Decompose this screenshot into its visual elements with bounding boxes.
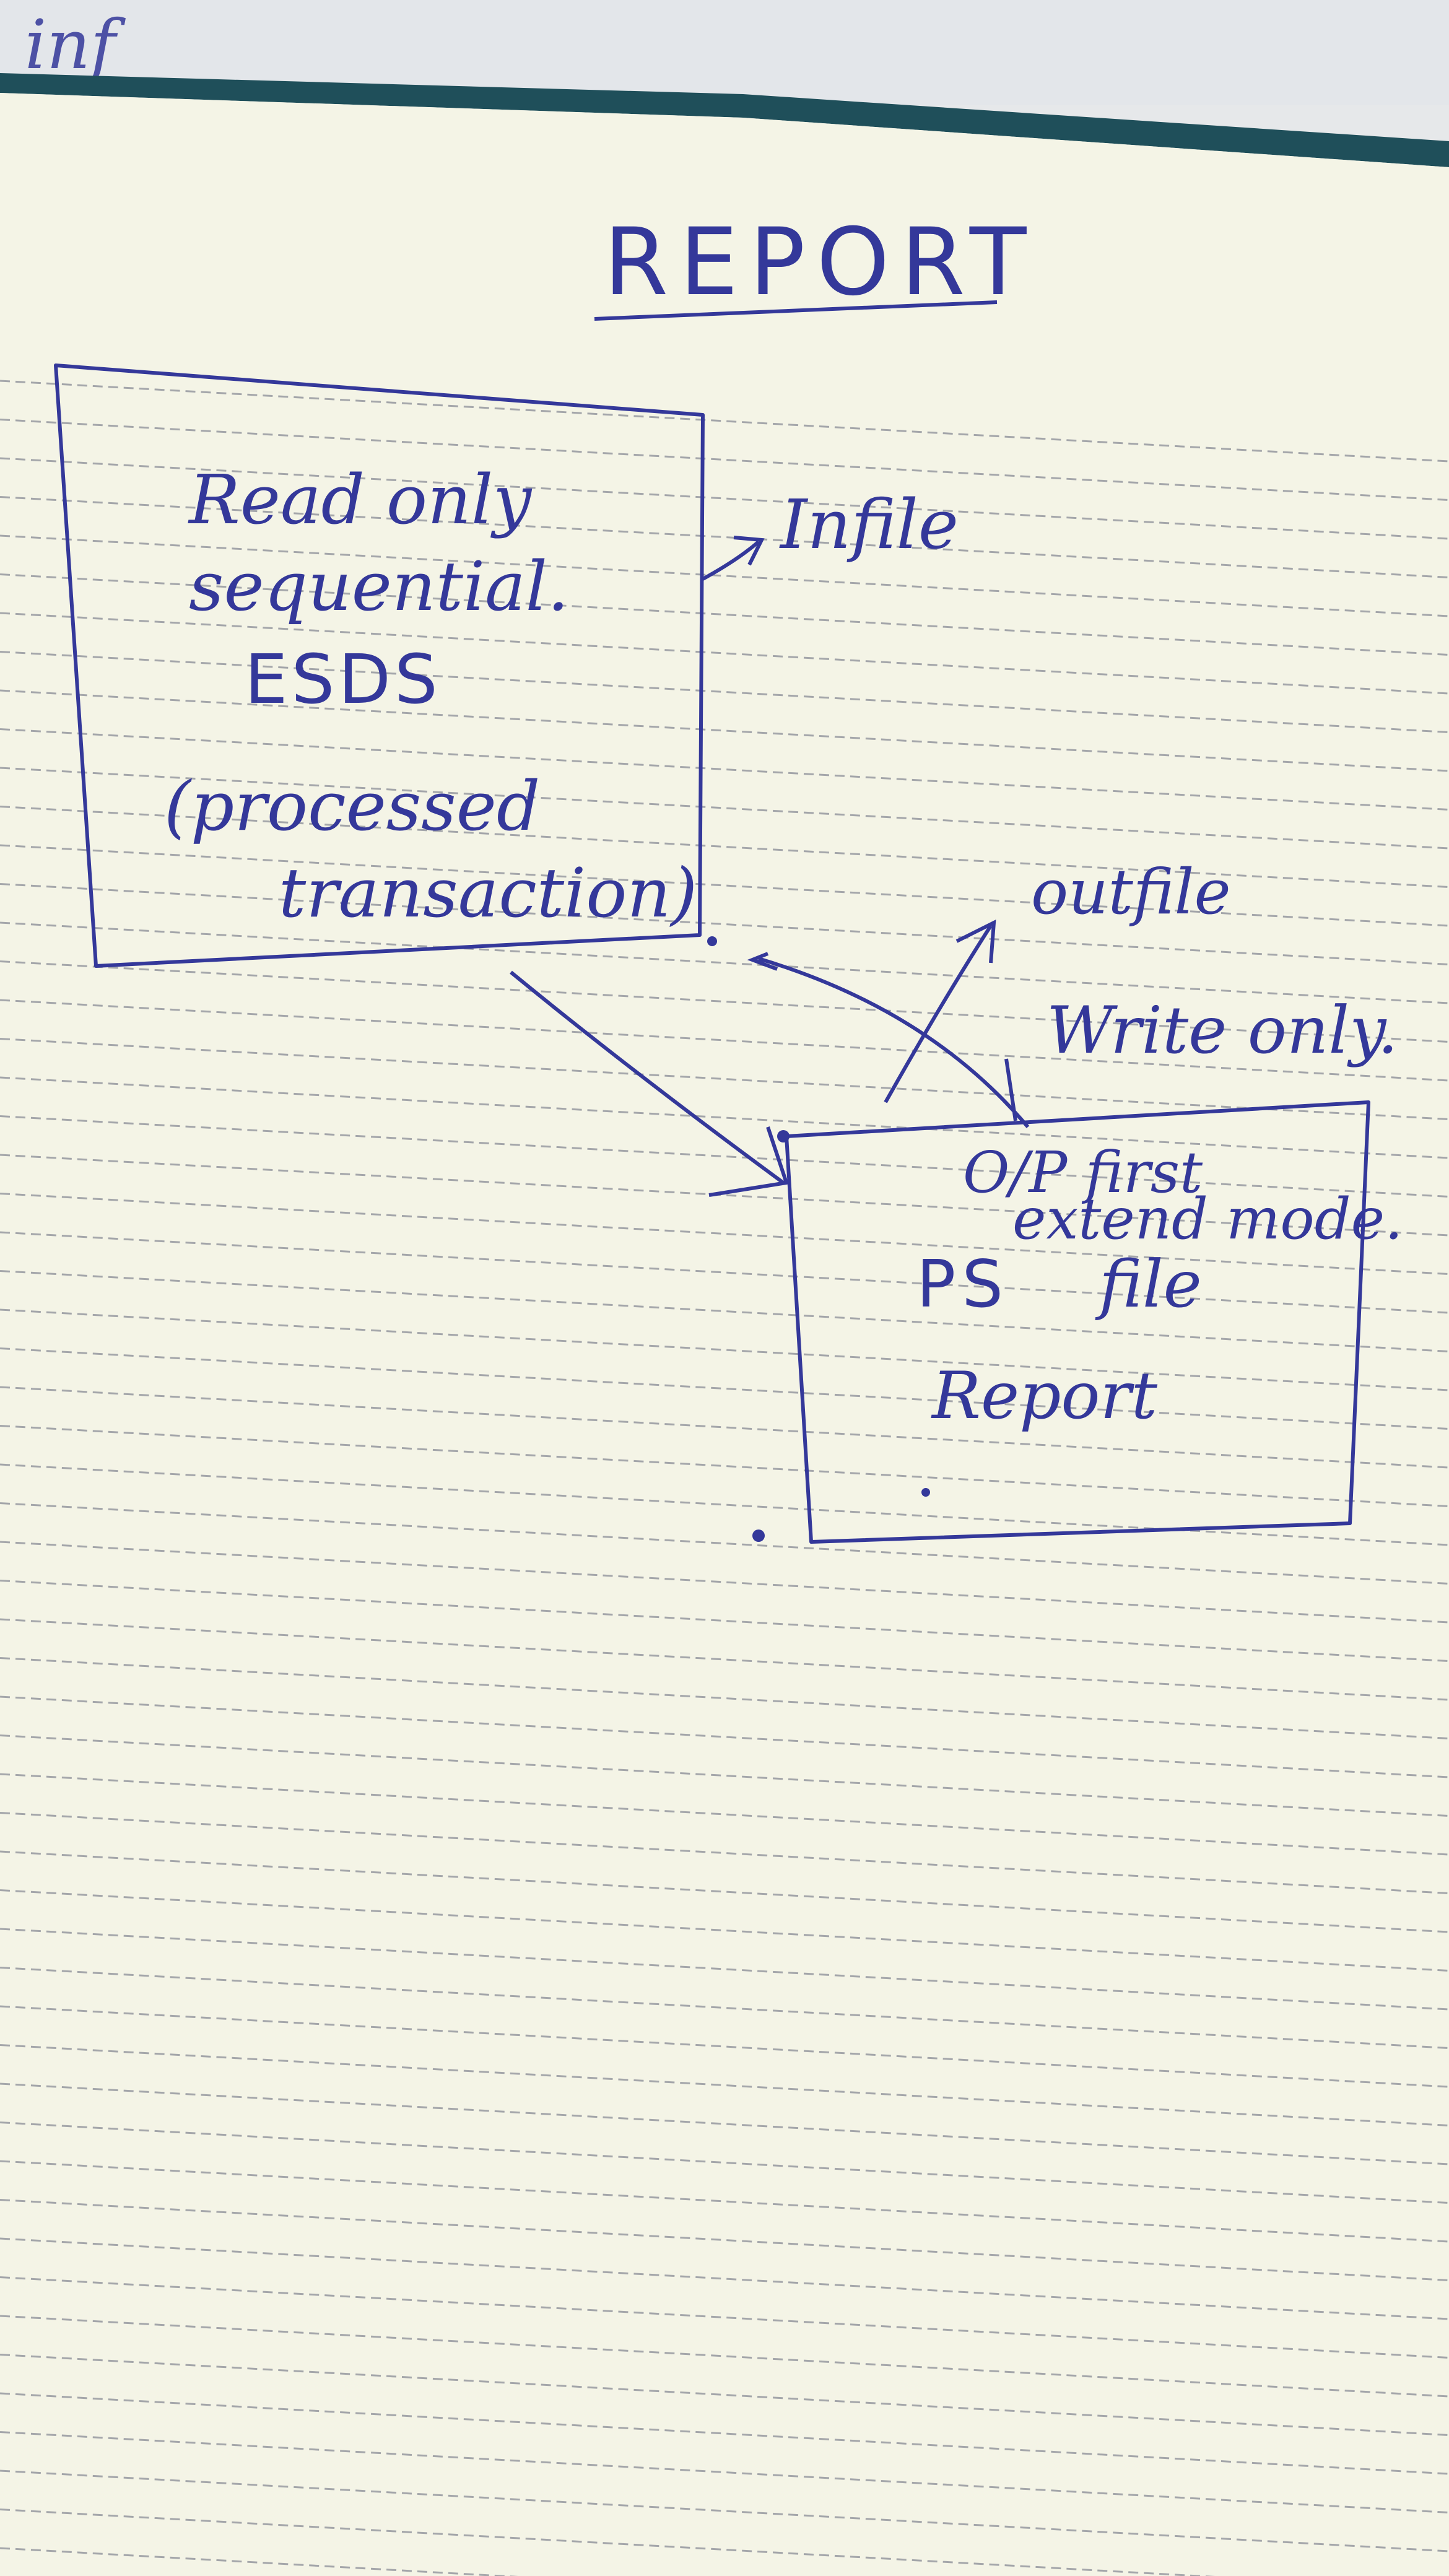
extend-mode-label: extend mode. <box>1012 1186 1403 1252</box>
ink-dot <box>921 1488 930 1497</box>
ruled-line <box>0 1967 1449 2049</box>
infile-arrowhead <box>733 536 765 566</box>
file-label: file <box>1095 1247 1202 1322</box>
esds-line-read-only: Read only <box>188 460 533 539</box>
ruled-line <box>0 1889 1449 1972</box>
ruled-line <box>0 1657 1449 1739</box>
ruled-line <box>0 651 1449 733</box>
ruled-line <box>0 1076 1449 1159</box>
ruled-line <box>0 999 1449 1082</box>
ruled-line <box>0 2354 1449 2436</box>
esds-line-processed: (processed <box>164 767 540 846</box>
report-label: Report <box>931 1358 1158 1434</box>
ps-file-box <box>785 1100 1370 1544</box>
ruled-line <box>0 2315 1449 2398</box>
ruled-line <box>0 612 1449 695</box>
ps-label: PS <box>916 1247 1009 1322</box>
esds-line-sequential: sequential. <box>189 547 569 626</box>
esds-to-ps-arrowhead <box>708 1126 789 1197</box>
ruled-line <box>0 2431 1449 2513</box>
outfile-arrow <box>884 925 993 1103</box>
infile-arrow <box>702 540 760 581</box>
ruled-line <box>0 1695 1449 1778</box>
ruled-line <box>0 419 1449 501</box>
ruled-line <box>0 883 1449 965</box>
ruled-line <box>0 380 1449 463</box>
ruled-line <box>0 689 1449 772</box>
ruled-line <box>0 728 1449 811</box>
ruled-line <box>0 2237 1449 2320</box>
ruled-line <box>0 2121 1449 2204</box>
ruled-line <box>0 2005 1449 2088</box>
esds-to-ps-arrow <box>510 970 785 1185</box>
ruled-line <box>0 1386 1449 1469</box>
ruled-line <box>0 921 1449 1004</box>
ruled-line <box>0 2392 1449 2475</box>
infile-label: Infile <box>779 485 959 564</box>
ruled-line <box>0 2276 1449 2359</box>
ruled-line <box>0 573 1449 656</box>
ruled-line <box>0 1038 1449 1120</box>
ruled-lines <box>0 380 1449 2576</box>
ink-dot <box>752 1530 765 1542</box>
ruled-line <box>0 1812 1449 1894</box>
outfile-label: outfile <box>1031 856 1231 928</box>
ruled-line <box>0 844 1449 927</box>
ruled-line <box>0 1502 1449 1585</box>
ruled-line <box>0 1193 1449 1275</box>
page-title: REPORT <box>604 209 1037 316</box>
paper-sheet <box>0 93 1449 2576</box>
ruled-line <box>0 806 1449 888</box>
ruled-line <box>0 2199 1449 2281</box>
ruled-line <box>0 2509 1216 2576</box>
write-only-label: Write only. <box>1046 993 1398 1068</box>
esds-line-esds: ESDS <box>245 640 442 719</box>
ruled-line <box>0 2469 1449 2552</box>
ps-to-esds-arrow <box>758 957 1030 1128</box>
ruled-line <box>0 457 1449 540</box>
esds-box <box>54 363 705 968</box>
title-underline <box>594 300 998 321</box>
ink-dot <box>777 1130 790 1142</box>
ruled-line <box>0 1115 1449 1198</box>
ruled-line <box>0 767 1449 850</box>
ruled-line <box>0 1618 1449 1701</box>
top-scrap-text: inf <box>25 5 126 84</box>
ruled-line <box>0 2160 1449 2243</box>
ruled-line <box>0 2082 1449 2165</box>
ruled-line <box>0 960 1449 1043</box>
ruled-line <box>0 1541 1449 1624</box>
ruled-line <box>0 1308 1449 1391</box>
op-first-label: O/P first <box>963 1139 1203 1206</box>
ruled-line <box>0 1773 1449 1856</box>
ruled-line <box>0 534 1449 617</box>
esds-line-transaction: transaction) <box>279 853 697 933</box>
ruled-line <box>0 1231 1449 1314</box>
ruled-line <box>0 1425 1449 1507</box>
write-only-connector <box>1004 1058 1017 1121</box>
ruled-line <box>0 1347 1449 1430</box>
ruled-line <box>0 1580 1449 1662</box>
ruled-line <box>0 1270 1449 1352</box>
ruled-line <box>0 2547 519 2576</box>
ruled-line <box>0 1463 1449 1546</box>
ruled-line <box>0 1734 1449 1817</box>
ink-dot <box>707 936 717 946</box>
ruled-line <box>0 2044 1449 2126</box>
notebook-binding <box>0 73 1449 167</box>
ruled-line <box>0 1928 1449 2011</box>
outfile-arrowhead <box>955 919 996 964</box>
ruled-line <box>0 1154 1449 1237</box>
ruled-line <box>0 496 1449 578</box>
ruled-line <box>0 1850 1449 1933</box>
ps-to-esds-arrowhead <box>747 952 778 971</box>
